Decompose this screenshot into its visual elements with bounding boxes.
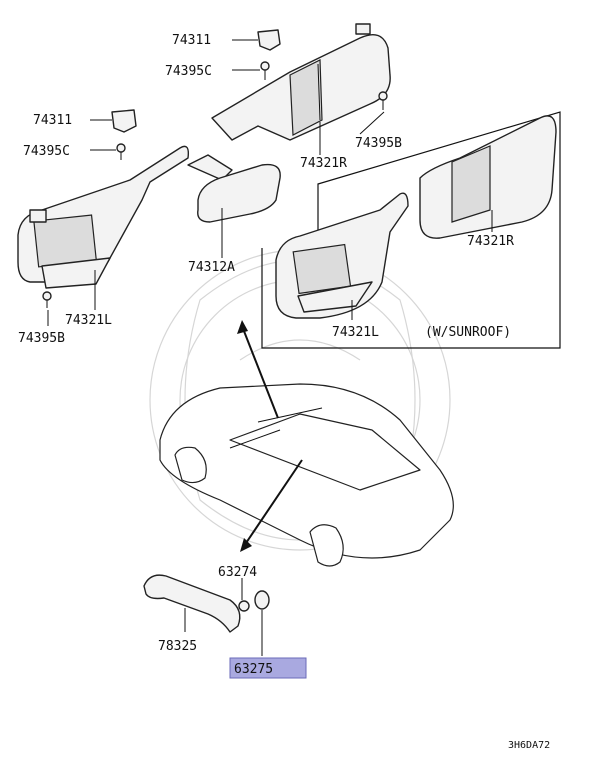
label-sunroof-note: (W/SUNROOF)	[425, 325, 511, 340]
clip-74311-top[interactable]	[257, 29, 281, 51]
sun-visor-left-sunroof[interactable]	[275, 192, 409, 319]
label-74321l-sunroof: 74321L	[332, 325, 379, 340]
sunroof-bracket	[261, 111, 561, 349]
diagram-code: 3H6DA72	[508, 740, 550, 751]
screw-74395b-right[interactable]	[378, 91, 388, 110]
label-63275[interactable]: 63275	[234, 662, 273, 677]
cap-63275[interactable]	[254, 590, 270, 610]
label-74311-left: 74311	[33, 113, 72, 128]
screw-63274[interactable]	[238, 600, 250, 612]
pointer-arrow-lower	[240, 459, 303, 552]
sun-visor-right-top[interactable]	[211, 23, 391, 141]
sun-visor-right-sunroof[interactable]	[419, 115, 557, 239]
label-74395b-left: 74395B	[18, 331, 65, 346]
pointer-arrow-upper	[237, 320, 279, 419]
label-74395c-left: 74395C	[23, 144, 70, 159]
vehicle-outline	[159, 383, 454, 567]
label-78325: 78325	[158, 639, 197, 654]
label-63274: 63274	[218, 565, 257, 580]
clip-74311-left[interactable]	[111, 109, 137, 133]
screw-74395b-left[interactable]	[42, 291, 52, 308]
label-74321r-sunroof: 74321R	[467, 234, 514, 249]
label-74321r-top: 74321R	[300, 156, 347, 171]
screw-74395c-left[interactable]	[116, 143, 126, 160]
highlight-box-63275[interactable]	[229, 657, 307, 679]
label-74321l-left: 74321L	[65, 313, 112, 328]
label-74312a: 74312A	[188, 260, 235, 275]
screw-74395c-top[interactable]	[260, 61, 270, 80]
label-74395c-top: 74395C	[165, 64, 212, 79]
sun-visor-left[interactable]	[17, 145, 190, 289]
leader-lines	[47, 39, 493, 656]
inside-mirror[interactable]	[187, 154, 281, 223]
label-74395b-right: 74395B	[355, 136, 402, 151]
assist-grip[interactable]	[143, 574, 241, 633]
label-74311-top: 74311	[172, 33, 211, 48]
